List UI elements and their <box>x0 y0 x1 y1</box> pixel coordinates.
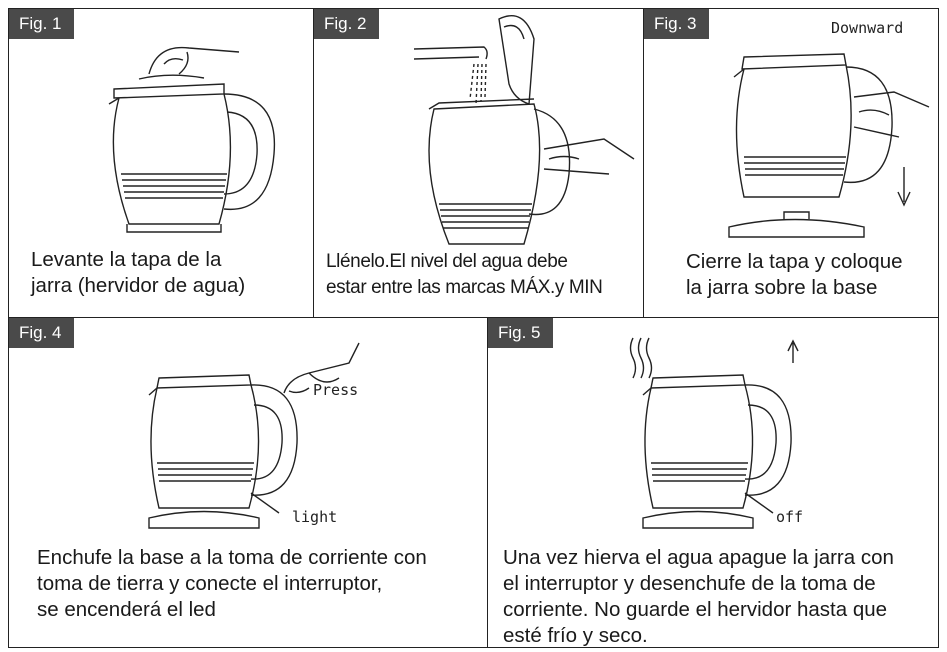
downward-label: Downward <box>831 19 904 37</box>
figure-panel-3: Fig. 3 Downward Cierre la tapa y coloque… <box>643 8 939 318</box>
kettle-lid-lift-illustration <box>108 46 276 233</box>
figure-tag: Fig. 2 <box>314 9 379 39</box>
kettle-on-base-illustration <box>728 53 930 238</box>
figure-panel-2: Fig. 2 Llénelo.El nivel del agua debe es… <box>313 8 644 318</box>
kettle-filling-illustration <box>413 15 635 245</box>
figure-tag: Fig. 3 <box>644 9 709 39</box>
light-label: light <box>292 508 338 526</box>
press-label: Press <box>313 381 359 399</box>
figure-caption: Cierre la tapa y coloque la jarra sobre … <box>686 250 903 299</box>
figure-caption: Llénelo.El nivel del agua debe estar ent… <box>326 251 603 298</box>
figure-caption: Enchufe la base a la toma de corriente c… <box>37 546 427 621</box>
kettle-switch-on-illustration <box>148 342 360 529</box>
figure-caption: Levante la tapa de la jarra (hervidor de… <box>31 248 246 297</box>
figure-caption: Una vez hierva el agua apague la jarra c… <box>503 546 894 647</box>
figure-panel-4: Fig. 4 Press light Enchufe la base a la … <box>8 317 488 648</box>
figure-panel-5: Fig. 5 off Una vez hierva el agua apague… <box>487 317 939 648</box>
figure-tag: Fig. 5 <box>488 318 553 348</box>
off-label: off <box>776 508 804 526</box>
figure-tag: Fig. 1 <box>9 9 74 39</box>
figure-tag: Fig. 4 <box>9 318 74 348</box>
figure-panel-1: Fig. 1 Levante la tapa de la jarra (herv… <box>8 8 314 318</box>
kettle-switch-off-illustration <box>629 337 799 529</box>
